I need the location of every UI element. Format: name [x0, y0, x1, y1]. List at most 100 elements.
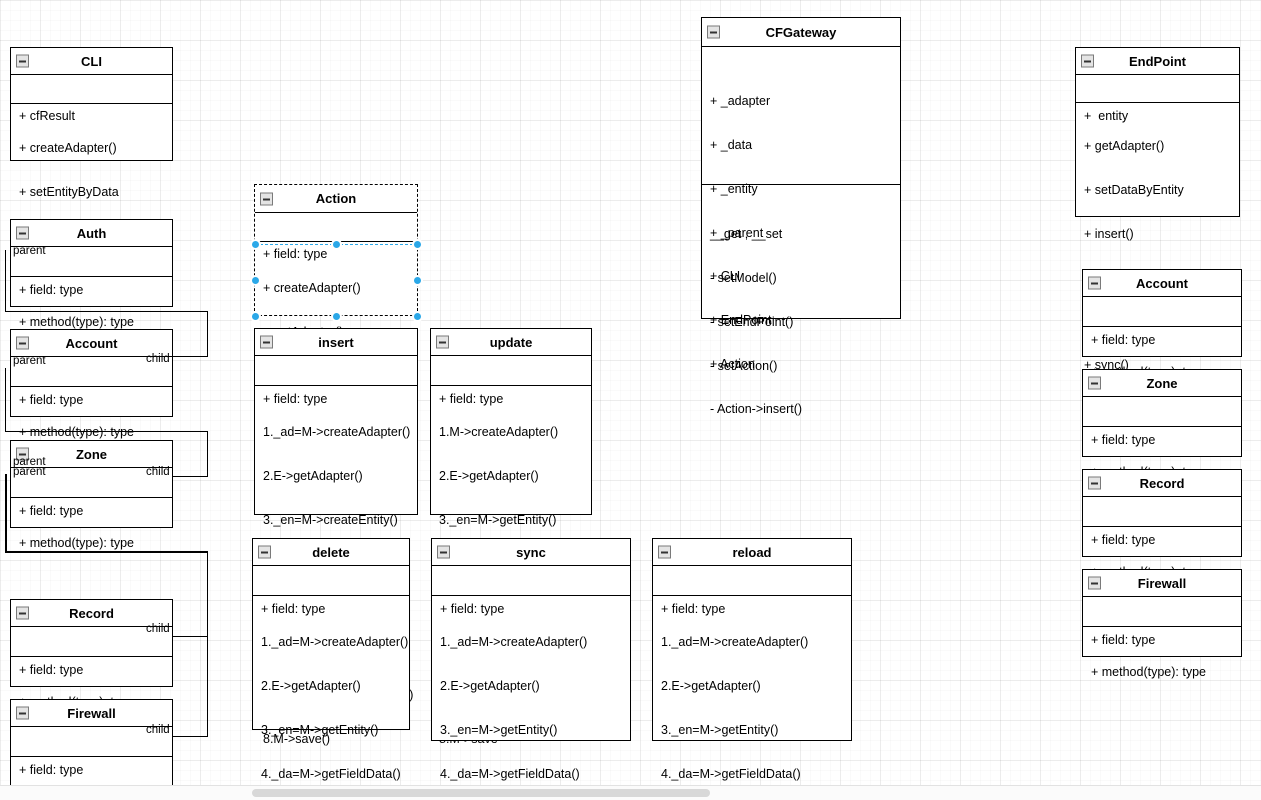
collapse-minus-icon[interactable] [260, 335, 273, 349]
resize-handle-n[interactable] [330, 238, 342, 250]
attribute-line: + field: type [1091, 533, 1156, 548]
class-box-endpoint[interactable]: EndPoint + entity + getAdapter() + setDa… [1075, 47, 1240, 416]
method-line: 3._en=M->getEntity() [439, 512, 557, 527]
class-box-insert[interactable]: insert + field: type 1._ad=M->createAdap… [254, 328, 418, 746]
class-box-sync[interactable]: sync + field: type 1._ad=M->createAdapte… [431, 538, 631, 781]
class-name: Zone [1146, 375, 1178, 391]
class-box-account-left[interactable]: Account + field: type + method(type): ty… [10, 329, 173, 439]
class-title-bar[interactable]: Account [1083, 270, 1241, 297]
method-line: 2.E->getAdapter() [263, 468, 363, 483]
connector-segment [207, 431, 208, 476]
class-title-bar[interactable]: update [431, 329, 591, 356]
attribute-line: + field: type [263, 392, 328, 407]
method-line: - setEndPoint() [710, 314, 794, 329]
class-title-bar[interactable]: Account [11, 330, 172, 357]
method-line: 1._ad=M->createAdapter() [661, 635, 809, 650]
class-box-firewall-left[interactable]: Firewall + field: type + method(type): t… [10, 699, 173, 800]
edge-label-account-parent: parent [13, 355, 46, 367]
collapse-minus-icon[interactable] [16, 226, 29, 240]
collapse-minus-icon[interactable] [16, 706, 29, 720]
horizontal-scrollbar-thumb[interactable] [252, 789, 710, 797]
class-box-auth[interactable]: Auth + field: type + method(type): type [10, 219, 173, 329]
class-box-update[interactable]: update + field: type 1.M->createAdapter(… [430, 328, 592, 746]
class-title-bar[interactable]: delete [253, 539, 409, 566]
resize-handle-se[interactable] [411, 310, 423, 322]
class-title-bar[interactable]: Record [1083, 470, 1241, 497]
collapse-minus-icon[interactable] [436, 335, 449, 349]
class-box-record-right[interactable]: Record + field: type + method(type): typ… [1082, 469, 1242, 579]
class-box-delete[interactable]: delete + field: type 1._ad=M->createAdap… [252, 538, 410, 781]
resize-handle-w[interactable] [249, 274, 261, 286]
class-box-action[interactable]: Action + field: type + createAdapter() +… [254, 184, 418, 383]
collapse-minus-icon[interactable] [437, 545, 450, 559]
attribute-line: + field: type [263, 247, 328, 262]
class-title-bar[interactable]: CFGateway [702, 18, 900, 47]
attribute-line: + CLI [710, 269, 741, 284]
class-title-bar[interactable]: sync [432, 539, 630, 566]
collapse-minus-icon[interactable] [1081, 54, 1094, 68]
class-name: update [489, 334, 533, 350]
connector-segment [5, 250, 6, 312]
method-line: + setDataByEntity [1084, 182, 1184, 197]
edge-label-auth-parent: parent [13, 245, 46, 257]
collapse-minus-icon[interactable] [1088, 376, 1101, 390]
class-attributes: + field: type [1083, 297, 1241, 347]
class-title-bar[interactable]: reload [653, 539, 851, 566]
class-box-cfgateway[interactable]: CFGateway + _adapter + _data + _entity +… [701, 17, 901, 416]
connector-segment [172, 356, 208, 357]
class-name: Account [1136, 275, 1188, 291]
class-title-bar[interactable]: insert [255, 329, 417, 356]
collapse-minus-icon[interactable] [658, 545, 671, 559]
collapse-minus-icon[interactable] [16, 447, 29, 461]
connector-segment [172, 736, 208, 737]
class-attributes: + field: type [253, 566, 409, 616]
method-line: 4._da=M->getFieldData() [661, 766, 801, 781]
edge-label-zone-parent-a: parent [13, 456, 46, 468]
class-box-record-left[interactable]: Record + field: type + method(type): typ… [10, 599, 173, 709]
class-title-bar[interactable]: Auth [11, 220, 172, 247]
method-line: 4._da=M->getFieldData() [440, 766, 580, 781]
resize-handle-nw[interactable] [249, 238, 261, 250]
class-box-account-right[interactable]: Account + field: type + method(type): ty… [1082, 269, 1242, 379]
class-title-bar[interactable]: CLI [11, 48, 172, 75]
class-box-cli[interactable]: CLI + cfResult + createAdapter() + setEn… [10, 47, 173, 243]
resize-handle-e[interactable] [411, 274, 423, 286]
collapse-minus-icon[interactable] [1088, 476, 1101, 490]
class-title-bar[interactable]: Action [255, 185, 417, 213]
resize-handle-sw[interactable] [249, 310, 261, 322]
class-box-zone-left[interactable]: Zone + field: type + method(type): type [10, 440, 173, 550]
class-title-bar[interactable]: Firewall [1083, 570, 1241, 597]
class-box-firewall-right[interactable]: Firewall + field: type + method(type): t… [1082, 569, 1242, 679]
class-methods: + method(type): type [11, 387, 172, 439]
resize-handle-ne[interactable] [411, 238, 423, 250]
horizontal-scrollbar-track[interactable] [0, 785, 1261, 800]
attribute-line: + EndPoint [710, 313, 772, 328]
collapse-minus-icon[interactable] [707, 25, 720, 39]
collapse-minus-icon[interactable] [16, 336, 29, 350]
collapse-minus-icon[interactable] [258, 545, 271, 559]
class-box-reload[interactable]: reload + field: type 1._ad=M->createAdap… [652, 538, 852, 781]
attribute-line: + field: type [1091, 433, 1156, 448]
class-name: Account [65, 335, 118, 351]
collapse-minus-icon[interactable] [16, 54, 29, 68]
attribute-line: + field: type [439, 392, 504, 407]
class-title-bar[interactable]: Zone [1083, 370, 1241, 397]
class-box-zone-right[interactable]: Zone + field: type + method(type): type [1082, 369, 1242, 479]
class-title-bar[interactable]: EndPoint [1076, 48, 1239, 75]
class-title-bar[interactable]: Firewall [11, 700, 172, 727]
collapse-minus-icon[interactable] [16, 606, 29, 620]
class-attributes: + field: type [11, 468, 172, 518]
class-title-bar[interactable]: Zone [11, 441, 172, 468]
collapse-minus-icon[interactable] [1088, 576, 1101, 590]
class-name: Record [1139, 475, 1185, 491]
class-title-bar[interactable]: Record [11, 600, 172, 627]
attribute-line: + field: type [19, 504, 84, 519]
class-name: Zone [75, 446, 108, 462]
collapse-minus-icon[interactable] [260, 192, 273, 205]
attribute-line: + field: type [440, 602, 505, 617]
resize-handle-s[interactable] [330, 310, 342, 322]
class-name: sync [516, 544, 546, 560]
collapse-minus-icon[interactable] [1088, 276, 1101, 290]
class-methods: + method(type): type [1083, 627, 1241, 679]
